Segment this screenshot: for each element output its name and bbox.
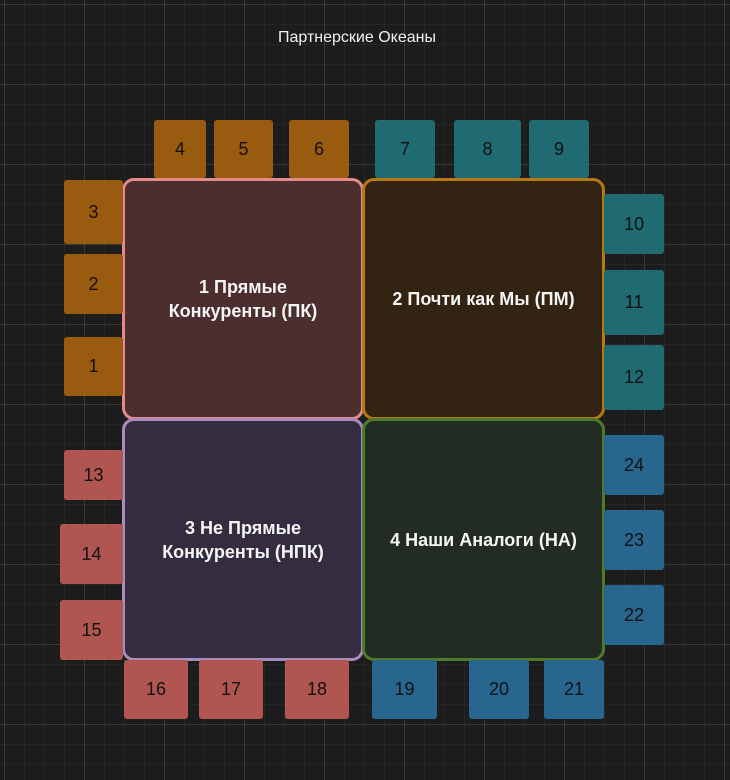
tile-20[interactable]: 20 (469, 660, 529, 719)
tile-2[interactable]: 2 (64, 254, 123, 314)
quadrant-indirect-competitors[interactable]: 3 Не Прямые Конкуренты (НПК) (122, 418, 364, 661)
diagram-title: Партнерские Океаны (278, 29, 436, 46)
quadrant-label: 3 Не Прямые Конкуренты (НПК) (162, 517, 324, 562)
tile-15[interactable]: 15 (60, 600, 123, 660)
tile-19[interactable]: 19 (372, 660, 437, 719)
tile-21[interactable]: 21 (544, 660, 604, 719)
tile-5[interactable]: 5 (214, 120, 273, 178)
tile-17[interactable]: 17 (199, 660, 263, 719)
quadrant-direct-competitors[interactable]: 1 Прямые Конкуренты (ПК) (122, 178, 364, 420)
tile-18[interactable]: 18 (285, 660, 349, 719)
quadrant-almost-like-us[interactable]: 2 Почти как Мы (ПМ) (362, 178, 605, 420)
quadrant-label: 4 Наши Аналоги (НА) (390, 529, 577, 550)
tile-12[interactable]: 12 (604, 345, 664, 410)
tile-22[interactable]: 22 (604, 585, 664, 645)
quadrant-label: 2 Почти как Мы (ПМ) (392, 289, 575, 309)
quadrant-our-analogues[interactable]: 4 Наши Аналоги (НА) (362, 418, 605, 661)
quadrant-label: 1 Прямые Конкуренты (ПК) (168, 277, 318, 321)
tile-11[interactable]: 11 (604, 270, 664, 335)
tile-13[interactable]: 13 (64, 450, 123, 500)
tile-4[interactable]: 4 (154, 120, 206, 178)
tile-7[interactable]: 7 (375, 120, 435, 178)
tile-6[interactable]: 6 (289, 120, 349, 178)
tile-23[interactable]: 23 (604, 510, 664, 570)
tile-3[interactable]: 3 (64, 180, 123, 244)
tile-10[interactable]: 10 (604, 194, 664, 254)
tile-16[interactable]: 16 (124, 660, 188, 719)
tile-24[interactable]: 24 (604, 435, 664, 495)
tile-1[interactable]: 1 (64, 337, 123, 396)
tile-9[interactable]: 9 (529, 120, 589, 178)
tile-14[interactable]: 14 (60, 524, 123, 584)
tile-8[interactable]: 8 (454, 120, 521, 178)
